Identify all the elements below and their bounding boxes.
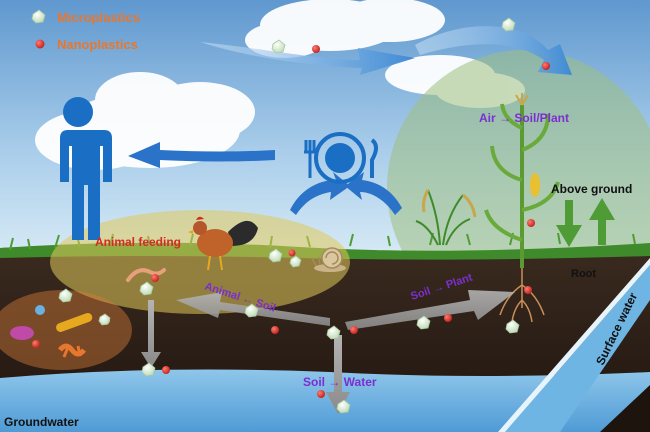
- corn-plant-icon: [484, 93, 560, 268]
- plant-to-food-arrow: [345, 172, 402, 215]
- groundwater-label: Groundwater: [4, 415, 79, 429]
- animal-feeding-label: Animal feeding: [95, 235, 181, 249]
- air-arrow-1: [200, 42, 415, 75]
- air-arrow-2: [415, 26, 572, 75]
- soil-to-water-arrow: [326, 335, 350, 414]
- animal-feeding-zone: [50, 210, 350, 314]
- dark-corner: [600, 385, 650, 432]
- root-label: Root: [571, 268, 596, 280]
- soil-down-arrow: [141, 300, 161, 368]
- plate-cutlery-icon: [304, 132, 378, 184]
- food-to-human-arrow: [128, 142, 275, 168]
- legend-microplastics-label: Microplastics: [57, 10, 140, 25]
- river-bank: [498, 258, 650, 432]
- roots: [499, 268, 545, 323]
- rooster-icon: [188, 216, 258, 271]
- worm-icon: [126, 268, 166, 282]
- person-icon: [52, 97, 112, 240]
- soil-to-plant-arrow: [345, 290, 515, 330]
- legend-nanoplastic-marker: [35, 39, 45, 49]
- legend-nanoplastics-label: Nanoplastics: [57, 37, 138, 52]
- legend: Microplastics Nanoplastics: [31, 9, 140, 52]
- above-ground-label: Above ground: [551, 182, 632, 196]
- microplastic-particles: [58, 17, 520, 414]
- groundwater-band: [0, 369, 650, 432]
- rice-plant-icon: [415, 189, 477, 246]
- legend-microplastic-marker: [31, 9, 46, 24]
- up-arrow: [589, 198, 615, 245]
- air-soil-plant-label: Air → Soil/Plant: [479, 111, 569, 125]
- down-arrow: [556, 200, 582, 247]
- snail-icon: [311, 247, 346, 272]
- soil-water-label: Soil → Water: [303, 375, 377, 389]
- nanoplastic-particles: [32, 45, 550, 398]
